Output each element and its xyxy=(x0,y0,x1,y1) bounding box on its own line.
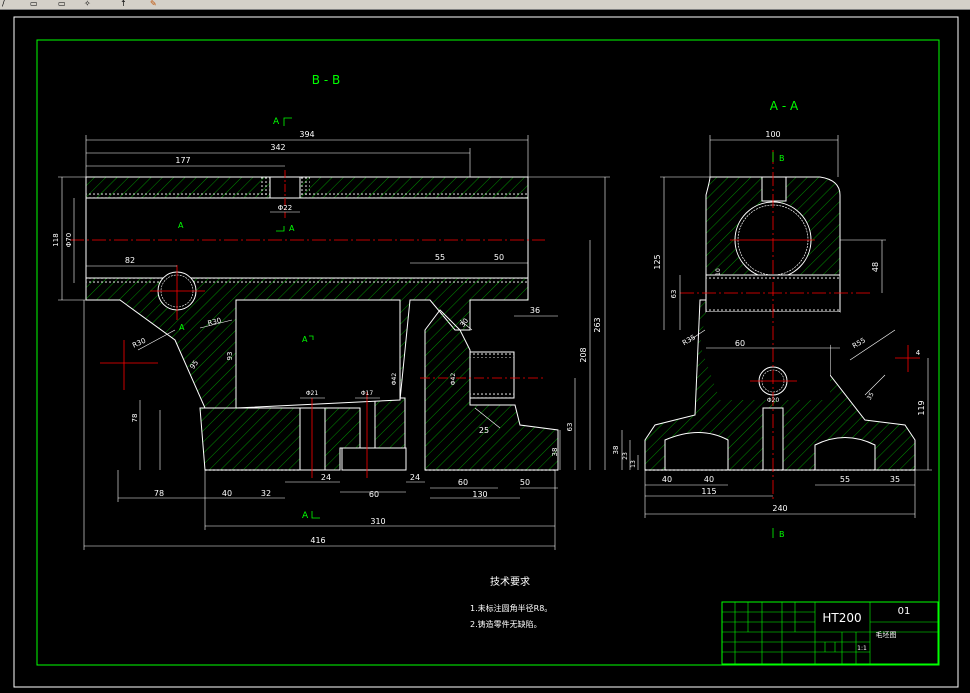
dim-r30-b: R30 xyxy=(207,316,222,327)
dim-60-b: 60 xyxy=(458,478,468,487)
view-aa-dimension-texts: 100 125 48 63 10 60 R35 R55 35 4 119 Φ20… xyxy=(612,130,926,513)
view-bb-dimension-texts: 394 342 177 Φ22 118 Φ70 82 55 50 36 263 … xyxy=(52,130,602,545)
section-mark-a-bottom: A xyxy=(302,511,309,521)
dim-100: 100 xyxy=(765,130,780,139)
dim-394: 394 xyxy=(299,130,314,139)
title-block-drawing-number: 01 xyxy=(898,606,911,617)
dim-4: 4 xyxy=(916,349,921,357)
pencil-icon[interactable]: / xyxy=(2,0,5,8)
notes-line-2: 2.铸造零件无缺陷。 xyxy=(470,619,542,629)
notes-line-1: 1.未标注圆角半径R8。 xyxy=(470,603,552,613)
technical-notes: 技术要求 1.未标注圆角半径R8。 2.铸造零件无缺陷。 xyxy=(470,575,552,629)
dim-r35: R35 xyxy=(681,333,697,347)
dim-40-aa-b: 40 xyxy=(704,475,714,484)
dim-342: 342 xyxy=(270,143,285,152)
dim-10: 10 xyxy=(715,268,722,276)
dim-82: 82 xyxy=(125,256,135,265)
dim-55-aa: 55 xyxy=(840,475,850,484)
dim-24-b: 24 xyxy=(410,473,420,482)
dim-50: 50 xyxy=(494,253,504,262)
dim-63: 63 xyxy=(566,423,574,432)
new-doc-icon[interactable]: ▭ xyxy=(30,0,38,8)
dim-93: 93 xyxy=(226,352,234,361)
notes-heading: 技术要求 xyxy=(490,575,530,588)
arrow-icon[interactable]: ↑ xyxy=(120,0,127,8)
title-block: HT200 01 毛坯图 1:1 xyxy=(721,601,939,665)
section-markers-bb: A A A A A A xyxy=(178,117,320,521)
dim-240: 240 xyxy=(772,504,787,513)
dim-115: 115 xyxy=(701,487,716,496)
section-mark-a-top: A xyxy=(273,117,280,127)
dim-r30-a: R30 xyxy=(131,337,147,350)
dim-60: 60 xyxy=(369,490,379,499)
view-bb-title: B - B xyxy=(312,73,340,87)
dim-130: 130 xyxy=(472,490,487,499)
star-icon[interactable]: ✧ xyxy=(84,0,91,8)
dim-r55: R55 xyxy=(851,336,867,350)
view-bb-body xyxy=(70,170,559,478)
dim-48: 48 xyxy=(871,262,880,272)
dim-25: 25 xyxy=(479,426,489,435)
section-mark-a-1: A xyxy=(178,221,184,230)
view-aa-body xyxy=(644,150,920,500)
drawing-frame xyxy=(36,39,940,666)
toolbar: / ▭ ▭ ✧ ↑ ✎ xyxy=(0,0,970,10)
dim-177: 177 xyxy=(175,156,190,165)
cad-drawing: B - B xyxy=(13,16,959,688)
dim-24-a: 24 xyxy=(321,473,331,482)
dim-r-base: 35 xyxy=(866,391,876,401)
dim-23: 23 xyxy=(622,452,629,460)
dim-63-aa: 63 xyxy=(670,290,678,299)
dim-phi22: Φ22 xyxy=(278,204,292,212)
dim-60-aa: 60 xyxy=(735,339,745,348)
dim-phi70: Φ70 xyxy=(65,233,73,247)
title-block-scale: 1:1 xyxy=(857,645,867,652)
dim-phi42-a: Φ42 xyxy=(391,373,398,386)
dim-32: 32 xyxy=(261,489,271,498)
section-markers-aa: B B xyxy=(772,152,785,539)
dim-55: 55 xyxy=(435,253,445,262)
dim-416: 416 xyxy=(310,536,325,545)
view-bb-dimension-lines xyxy=(58,135,610,550)
section-mark-a-2: A xyxy=(289,224,295,233)
section-mark-a-3: A xyxy=(179,323,185,332)
dim-36: 36 xyxy=(530,306,540,315)
dim-263: 263 xyxy=(593,317,602,332)
dim-40-aa-a: 40 xyxy=(662,475,672,484)
section-mark-b-top: B xyxy=(779,154,785,163)
dim-208: 208 xyxy=(579,347,588,362)
dim-r30-c: 30 xyxy=(459,317,471,329)
dim-phi17: Φ17 xyxy=(361,390,374,397)
dim-phi21: Φ21 xyxy=(306,390,319,397)
dim-50-b: 50 xyxy=(520,478,530,487)
dim-phi42-b: Φ42 xyxy=(450,373,457,386)
open-icon[interactable]: ▭ xyxy=(58,0,66,8)
dim-310: 310 xyxy=(370,517,385,526)
dim-95: 95 xyxy=(189,359,201,371)
title-block-material: HT200 xyxy=(822,611,861,625)
sheet-border xyxy=(13,16,959,688)
dim-35-aa: 35 xyxy=(890,475,900,484)
dim-78-vertical: 78 xyxy=(131,414,139,423)
dim-118: 118 xyxy=(52,233,60,246)
dim-38-aa: 38 xyxy=(612,446,620,455)
dim-38: 38 xyxy=(551,448,559,457)
dim-40: 40 xyxy=(222,489,232,498)
dim-125: 125 xyxy=(653,254,662,269)
view-aa-title: A - A xyxy=(770,99,799,113)
dim-78: 78 xyxy=(154,489,164,498)
dim-13: 13 xyxy=(630,460,637,468)
dim-phi20: Φ20 xyxy=(767,397,780,404)
section-mark-a-4: A xyxy=(302,335,308,344)
title-block-name: 毛坯图 xyxy=(876,630,897,639)
brush-icon[interactable]: ✎ xyxy=(150,0,157,8)
view-aa-dimension-lines xyxy=(621,135,932,518)
dim-119: 119 xyxy=(917,400,926,415)
section-mark-b-bottom: B xyxy=(779,530,785,539)
